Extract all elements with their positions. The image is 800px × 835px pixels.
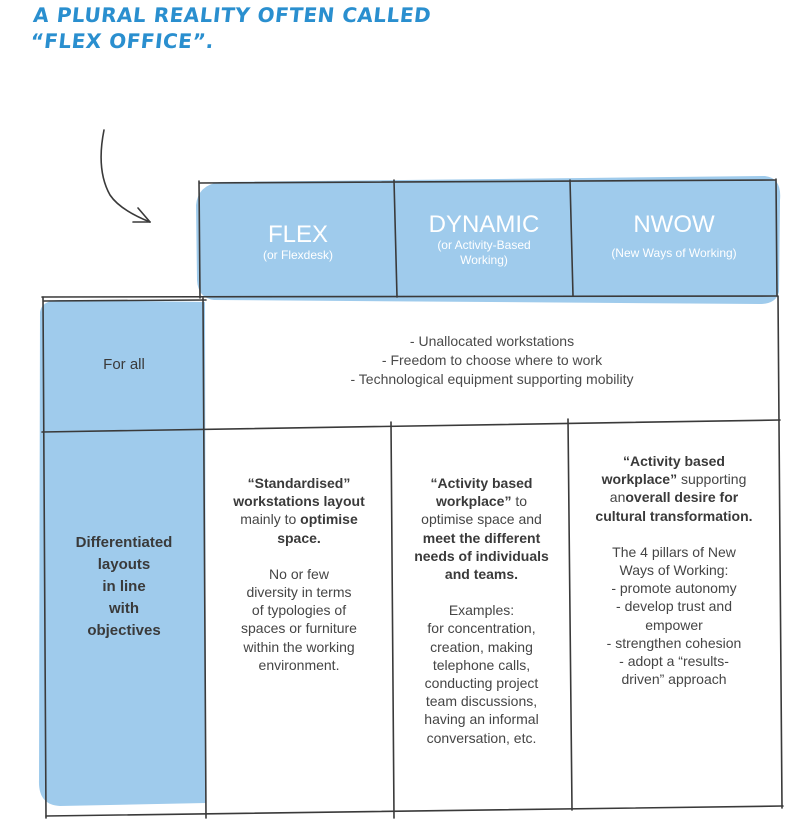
flex-p2-line-1: No or few — [269, 565, 329, 582]
nwow-description: “Activity based workplace” supporting an… — [570, 452, 778, 688]
for-all-line-2: - Freedom to choose where to work — [381, 352, 603, 368]
flex-p1-line-2: workstations layout — [233, 493, 365, 510]
row-label-differentiated-line-4: with — [109, 600, 139, 617]
nwow-p2-line-6: - strengthen cohesion — [606, 634, 742, 651]
col-header-dynamic-title: DYNAMIC — [428, 211, 540, 238]
dynamic-p1-line-5: needs of individuals — [414, 547, 549, 564]
col-header-dynamic-subtitle-2: Working) — [460, 253, 508, 267]
nwow-p1-line-3: anoverall desire for — [570, 488, 778, 506]
dynamic-p2-line-5: conducting project — [424, 675, 539, 692]
for-all-content: - Unallocated workstations - Freedom to … — [206, 332, 778, 389]
dynamic-p2-line-7: having an informal — [424, 711, 539, 728]
row-label-differentiated-line-3: in line — [102, 578, 146, 595]
flex-p1-line-3a: mainly to — [240, 511, 301, 528]
for-all-line-3: - Technological equipment supporting mob… — [350, 371, 634, 387]
dynamic-p1-line-3: optimise space and — [421, 511, 542, 528]
flex-p2-line-2: diversity in terms — [246, 584, 352, 601]
col-header-nwow-subtitle: (New Ways of Working) — [611, 246, 737, 260]
col-header-dynamic: DYNAMIC (or Activity-Based Working) — [396, 212, 572, 268]
flex-p1-line-3b: optimise — [300, 511, 358, 528]
flex-p2-line-6: environment. — [258, 656, 340, 673]
row-label-highlight — [38, 300, 207, 806]
dynamic-description: “Activity based workplace” to optimise s… — [393, 474, 570, 747]
nwow-p1-line-3a: an — [609, 489, 626, 506]
dynamic-p2-line-6: team discussions, — [425, 693, 538, 710]
nwow-p1-line-4: cultural transformation. — [595, 507, 753, 524]
nwow-p1-line-2a: workplace” — [601, 471, 678, 488]
flex-p2-line-3: of typologies of — [251, 602, 347, 619]
nwow-p2-line-8: driven” approach — [621, 671, 727, 688]
dynamic-p1-line-2a: workplace” — [435, 493, 512, 510]
dynamic-p2-line-4: telephone calls, — [432, 656, 531, 673]
row-label-differentiated-line-1: Differentiated — [75, 534, 173, 551]
dynamic-p2-line-2: for concentration, — [427, 620, 536, 637]
flex-p2-line-5: within the working — [243, 638, 355, 655]
col-header-nwow: NWOW (New Ways of Working) — [572, 212, 776, 261]
col-header-nwow-title: NWOW — [633, 211, 715, 238]
flex-description: “Standardised” workstations layout mainl… — [206, 474, 392, 674]
flex-p1-line-1: “Standardised” — [247, 475, 351, 491]
flex-p1-line-3: mainly to optimise — [206, 510, 392, 528]
nwow-p1-line-1: “Activity based — [623, 453, 725, 469]
col-header-flex-title: FLEX — [267, 221, 329, 248]
col-header-flex-subtitle: (or Flexdesk) — [262, 248, 333, 262]
for-all-line-1: - Unallocated workstations — [409, 333, 575, 349]
nwow-p2-line-5: empower — [645, 616, 703, 633]
dynamic-p1-line-1: “Activity based — [430, 475, 533, 491]
nwow-p1-line-3b: overall desire for — [625, 489, 739, 506]
nwow-p2-line-3: - promote autonomy — [611, 580, 737, 597]
row-label-differentiated-line-2: layouts — [97, 556, 151, 573]
col-header-dynamic-subtitle-1: (or Activity-Based — [437, 238, 531, 252]
dynamic-p2-line-1: Examples: — [448, 602, 515, 619]
dynamic-p1-line-4: meet the different — [422, 529, 541, 546]
dynamic-p2-line-8: conversation, etc. — [426, 729, 537, 746]
row-label-for-all: For all — [103, 356, 145, 373]
flex-p1-line-4: space. — [277, 529, 321, 546]
nwow-p2-line-7: - adopt a “results- — [619, 653, 729, 670]
row-label-differentiated: Differentiated layouts in line with obje… — [45, 532, 203, 642]
dynamic-p2-line-3: creation, making — [430, 638, 533, 655]
row-label-differentiated-line-5: objectives — [87, 622, 161, 639]
dynamic-p1-line-6: and teams. — [444, 566, 519, 583]
header-highlight — [196, 176, 781, 304]
dynamic-p1-line-2: workplace” to — [393, 492, 570, 510]
col-header-flex: FLEX (or Flexdesk) — [200, 222, 396, 263]
nwow-p1-line-2b: supporting — [677, 471, 747, 488]
nwow-p2-line-4: - develop trust and — [616, 598, 732, 615]
dynamic-p1-line-2b: to — [511, 493, 528, 510]
nwow-p2-line-2: Ways of Working: — [619, 562, 729, 579]
nwow-p2-line-1: The 4 pillars of New — [612, 543, 736, 560]
flex-p2-line-4: spaces or furniture — [241, 620, 357, 637]
nwow-p1-line-2: workplace” supporting — [570, 470, 778, 488]
